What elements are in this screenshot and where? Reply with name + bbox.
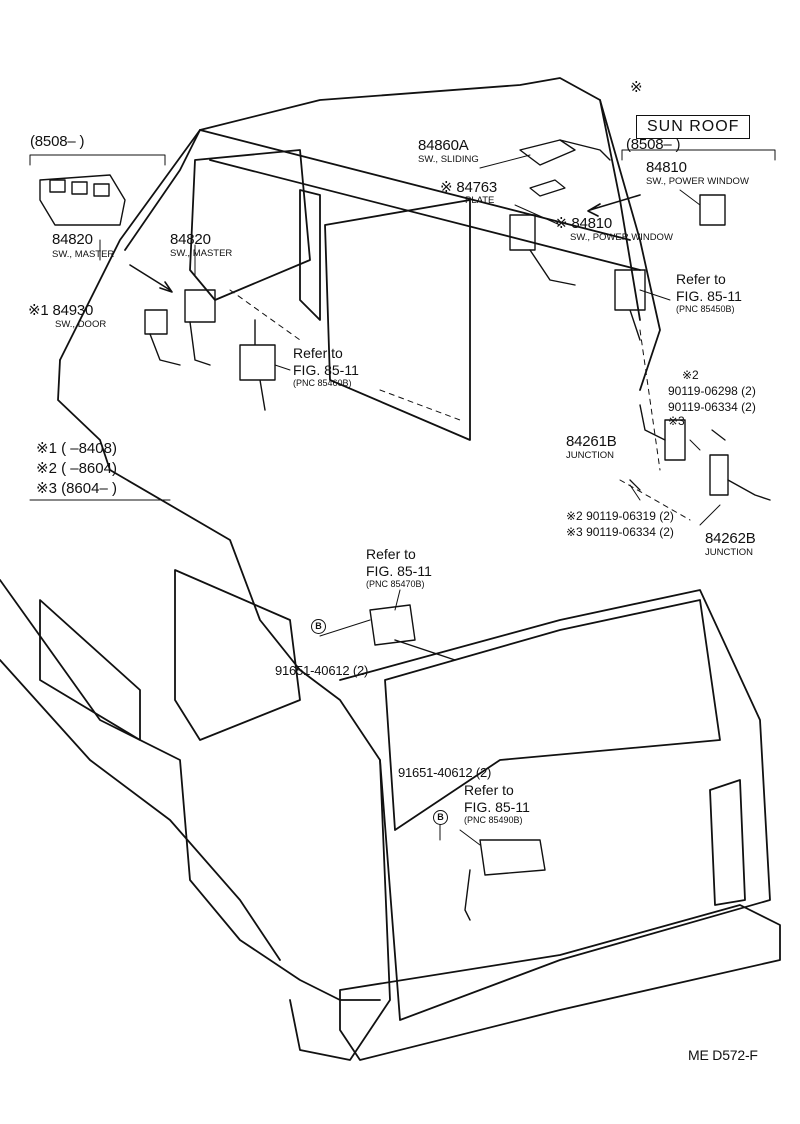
- ref3-label: Refer to: [366, 546, 416, 562]
- part-84820-b-name: SW., MASTER: [170, 248, 233, 259]
- rear-window: [384, 599, 721, 831]
- actuator-part-4: [464, 839, 546, 921]
- part-84860a: 84860A: [418, 137, 469, 154]
- rear-roof-edge: [599, 99, 641, 321]
- ref1-pnc: (PNC 85460B): [293, 378, 352, 388]
- ref2-fig: FIG. 85-11: [676, 288, 742, 304]
- bolt-parts: [629, 429, 726, 491]
- part-84810-mid: ※ 84810: [555, 215, 613, 232]
- footer-code: ME D572-F: [688, 1047, 758, 1063]
- sunroof-box: SUN ROOF: [636, 115, 751, 139]
- pillar: [299, 189, 321, 321]
- bolt-06334-a-mark: ※3: [668, 414, 685, 428]
- rear-hatch: [339, 589, 771, 1021]
- sunroof-date: (8508– ): [626, 136, 681, 153]
- ref3-fig: FIG. 85-11: [366, 563, 432, 579]
- sliding-switch-part: [519, 139, 611, 166]
- leader-lines: [29, 149, 776, 846]
- body-line-side: [0, 659, 281, 961]
- actuator-part-2: [614, 269, 646, 341]
- bolt-06319: ※2 90119-06319 (2): [566, 509, 674, 523]
- bolt-06334-b: ※3 90119-06334 (2): [566, 525, 674, 539]
- side-window-4: [39, 599, 141, 741]
- roof-rail: [199, 129, 641, 271]
- legend-2: ※2 ( –8604): [36, 460, 117, 477]
- arrow-left: [129, 264, 173, 293]
- part-84261b-name: JUNCTION: [566, 450, 615, 461]
- part-84930-name: SW., DOOR: [55, 319, 107, 330]
- bolt-06298: 90119-06298 (2): [668, 384, 756, 398]
- rear-bumper: [339, 904, 781, 1061]
- master-switch-part: [39, 174, 126, 226]
- part-84810-top: 84810: [646, 159, 687, 176]
- junction-part-1: [639, 404, 686, 461]
- ref4-label: Refer to: [464, 782, 514, 798]
- part-91651-b: 91651-40612 (2): [398, 765, 492, 780]
- side-window-3: [174, 569, 301, 741]
- power-window-switch-top-part: [699, 194, 726, 226]
- part-84262b: 84262B: [705, 530, 756, 547]
- legend-1: ※1 ( –8408): [36, 440, 117, 457]
- plate-part: [529, 179, 566, 197]
- part-84763: ※ 84763: [440, 179, 498, 196]
- date-8508-left: (8508– ): [30, 133, 85, 150]
- ref4-pnc: (PNC 85490B): [464, 815, 523, 825]
- part-84810-mid-name: SW., POWER WINDOW: [570, 232, 673, 243]
- side-window-1: [189, 149, 311, 301]
- part-84261b: 84261B: [566, 433, 617, 450]
- ref1-label: Refer to: [293, 345, 343, 361]
- actuator-part-3: [369, 604, 456, 661]
- tail-lamp: [709, 779, 746, 906]
- sunroof-mark: ※: [630, 79, 643, 96]
- b-circle-2: B: [433, 810, 448, 825]
- ref2-pnc: (PNC 85450B): [676, 304, 735, 314]
- part-84820-a-name: SW., MASTER: [52, 249, 115, 260]
- roof-inner-line: [124, 129, 201, 251]
- part-84262b-name: JUNCTION: [705, 547, 754, 558]
- side-window-2: [324, 199, 471, 441]
- ref2-label: Refer to: [676, 271, 726, 287]
- part-84810-top-name: SW., POWER WINDOW: [646, 176, 749, 187]
- part-84763-name: PLATE: [465, 195, 495, 206]
- bolt-06334-a: 90119-06334 (2): [668, 400, 756, 414]
- part-91651-a: 91651-40612 (2): [275, 663, 369, 678]
- junction-part-2: [709, 454, 771, 501]
- arrow-right: [587, 194, 641, 217]
- bolt-06298-mark: ※2: [682, 368, 699, 382]
- part-84930: ※1 84930: [28, 302, 94, 319]
- ref4-fig: FIG. 85-11: [464, 799, 530, 815]
- body-side: [57, 359, 391, 1061]
- part-84820-b: 84820: [170, 231, 211, 248]
- master-switch-part-2: [184, 289, 216, 366]
- side-lower: [0, 579, 381, 1001]
- part-84820-a: 84820: [52, 231, 93, 248]
- roof-outline: [59, 77, 661, 391]
- dash-guides: [229, 289, 691, 521]
- power-window-switch-mid-part: [509, 214, 576, 286]
- actuator-part-1: [239, 319, 276, 411]
- ref1-fig: FIG. 85-11: [293, 362, 359, 378]
- ref3-pnc: (PNC 85470B): [366, 579, 425, 589]
- door-switch-part: [144, 309, 181, 366]
- legend-3: ※3 (8604– ): [36, 480, 117, 497]
- part-84860a-name: SW., SLIDING: [418, 154, 479, 165]
- b-circle-1: B: [311, 619, 326, 634]
